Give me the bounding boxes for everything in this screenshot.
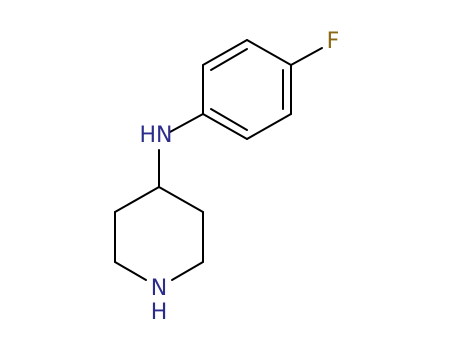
fluorine-atom-label: F xyxy=(327,29,340,54)
bond-p5-p4 xyxy=(158,186,204,213)
bond-p4-p3 xyxy=(114,186,160,213)
double-bond-c5-c6 xyxy=(210,108,248,131)
bond-c1-c2 xyxy=(202,39,248,66)
bond-c-f xyxy=(290,47,323,66)
amine-nitrogen-label: HN xyxy=(140,123,173,148)
bond-c2-c3 xyxy=(246,39,292,66)
double-bond-c1-c2 xyxy=(210,48,248,71)
fluorophenyl-ring xyxy=(202,39,292,140)
ring-nitrogen-label: N xyxy=(151,276,167,301)
bond-n1-p6 xyxy=(171,261,204,281)
ring-nitrogen-hydrogen-label: H xyxy=(151,300,168,325)
bond-c4-c5 xyxy=(246,113,292,140)
piperidine-ring xyxy=(114,186,204,281)
bond-aryl-nh xyxy=(169,113,204,133)
bond-p2-n1 xyxy=(114,261,147,281)
bond-c5-c6 xyxy=(202,113,248,140)
